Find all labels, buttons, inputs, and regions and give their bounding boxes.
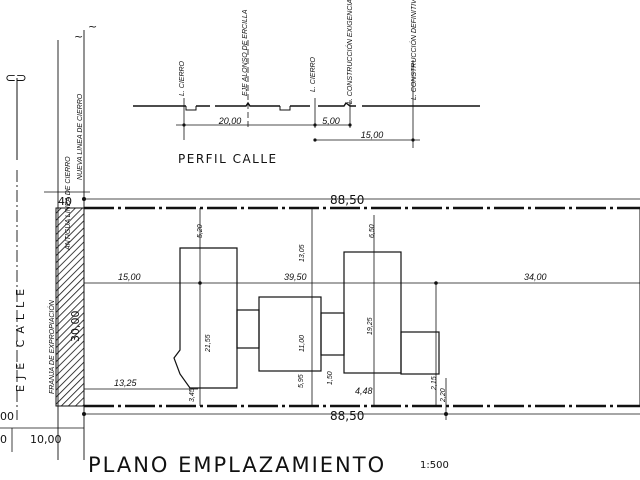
left-mark-symbol: ⊂⊃	[5, 71, 27, 86]
title-block: 00 0 10,00 PLANO EMPLAZAMIENTO 1:500	[0, 410, 449, 477]
eje-calle-label: EJE CALLE	[14, 283, 27, 392]
dim-11-00: 11,00	[299, 335, 306, 352]
dim-2-20: 2,20	[440, 388, 447, 403]
dim-1-50: 1,50	[327, 371, 334, 385]
dim-6-50: 6,50	[369, 224, 376, 238]
dim-21-55: 21,55	[205, 334, 212, 353]
dim-19-25: 19,25	[367, 317, 374, 335]
dim-4-48: 4,48	[355, 386, 373, 396]
dim-5-95: 5,95	[298, 374, 305, 388]
dim-34-00: 34,00	[524, 272, 547, 282]
dim-13-05: 13,05	[299, 244, 306, 262]
profile-label-cierro-2: L. CIERRO	[310, 56, 317, 92]
building-a	[173, 247, 238, 389]
profile-label-exigencia: L. CONSTRUCCIÓN EXIGENCIA MUNICI.	[345, 0, 354, 104]
franja-label: FRANJA DE EXPROPIACIÓN	[47, 299, 56, 394]
profile-title: PERFIL CALLE	[178, 152, 278, 166]
building-c	[343, 251, 402, 374]
dim-10-00: 10,00	[30, 433, 62, 446]
nueva-linea-label: NUEVA LINEA DE CIERRO	[77, 93, 84, 180]
connector-b-c	[320, 312, 345, 356]
street-profile: 20,00 5,00 15,00 L. CIERRO EJE ALONSO DE…	[133, 0, 480, 166]
antigua-linea-label: ANTIGUA LINEA DE CIERRO	[65, 156, 72, 251]
profile-ground-line	[133, 101, 480, 107]
site-plan: 88,50 88,50 15,00 39,50 34,00 5,20 21,55…	[82, 193, 640, 423]
nueva-linea-mark: ~	[88, 20, 97, 33]
left-strip: ⊂⊃ NUEVA LINEA DE CIERRO ~ ANTIGUA LINEA…	[5, 20, 97, 460]
antigua-linea-mark: ~	[74, 30, 83, 43]
profile-dim-20: 20,00	[218, 116, 242, 126]
profile-label-cierro-1: L. CIERRO	[179, 60, 186, 96]
profile-dim-5: 5,00	[322, 116, 340, 126]
dim-2-15: 2,15	[431, 376, 438, 391]
plan-scale: 1:500	[420, 460, 449, 471]
profile-label-definitiva: L. CONSTRUCCIÓN DEFINITIVA	[409, 0, 418, 100]
bottom-left-0: 0	[0, 433, 7, 446]
profile-dim-15: 15,00	[361, 130, 384, 140]
dim-5-20: 5,20	[197, 224, 204, 238]
expropriation-hatch	[55, 207, 85, 407]
dim-13-25: 13,25	[114, 378, 138, 388]
dim-39-50: 39,50	[284, 272, 307, 282]
dim-top-88-50: 88,50	[330, 193, 364, 207]
profile-label-eje: EJE ALONSO DE ERCILLA	[242, 9, 249, 96]
dim-3-45: 3,45	[189, 388, 196, 402]
lot-width-30: 30,00	[69, 311, 82, 343]
plan-title: PLANO EMPLAZAMIENTO	[88, 453, 386, 477]
dim-15-00: 15,00	[118, 272, 141, 282]
annex	[400, 331, 440, 375]
left-mark-40: 40	[58, 195, 72, 208]
connector-a-b	[236, 309, 260, 349]
dim-bottom-88-50: 88,50	[330, 409, 364, 423]
bottom-left-00: 00	[0, 410, 14, 423]
